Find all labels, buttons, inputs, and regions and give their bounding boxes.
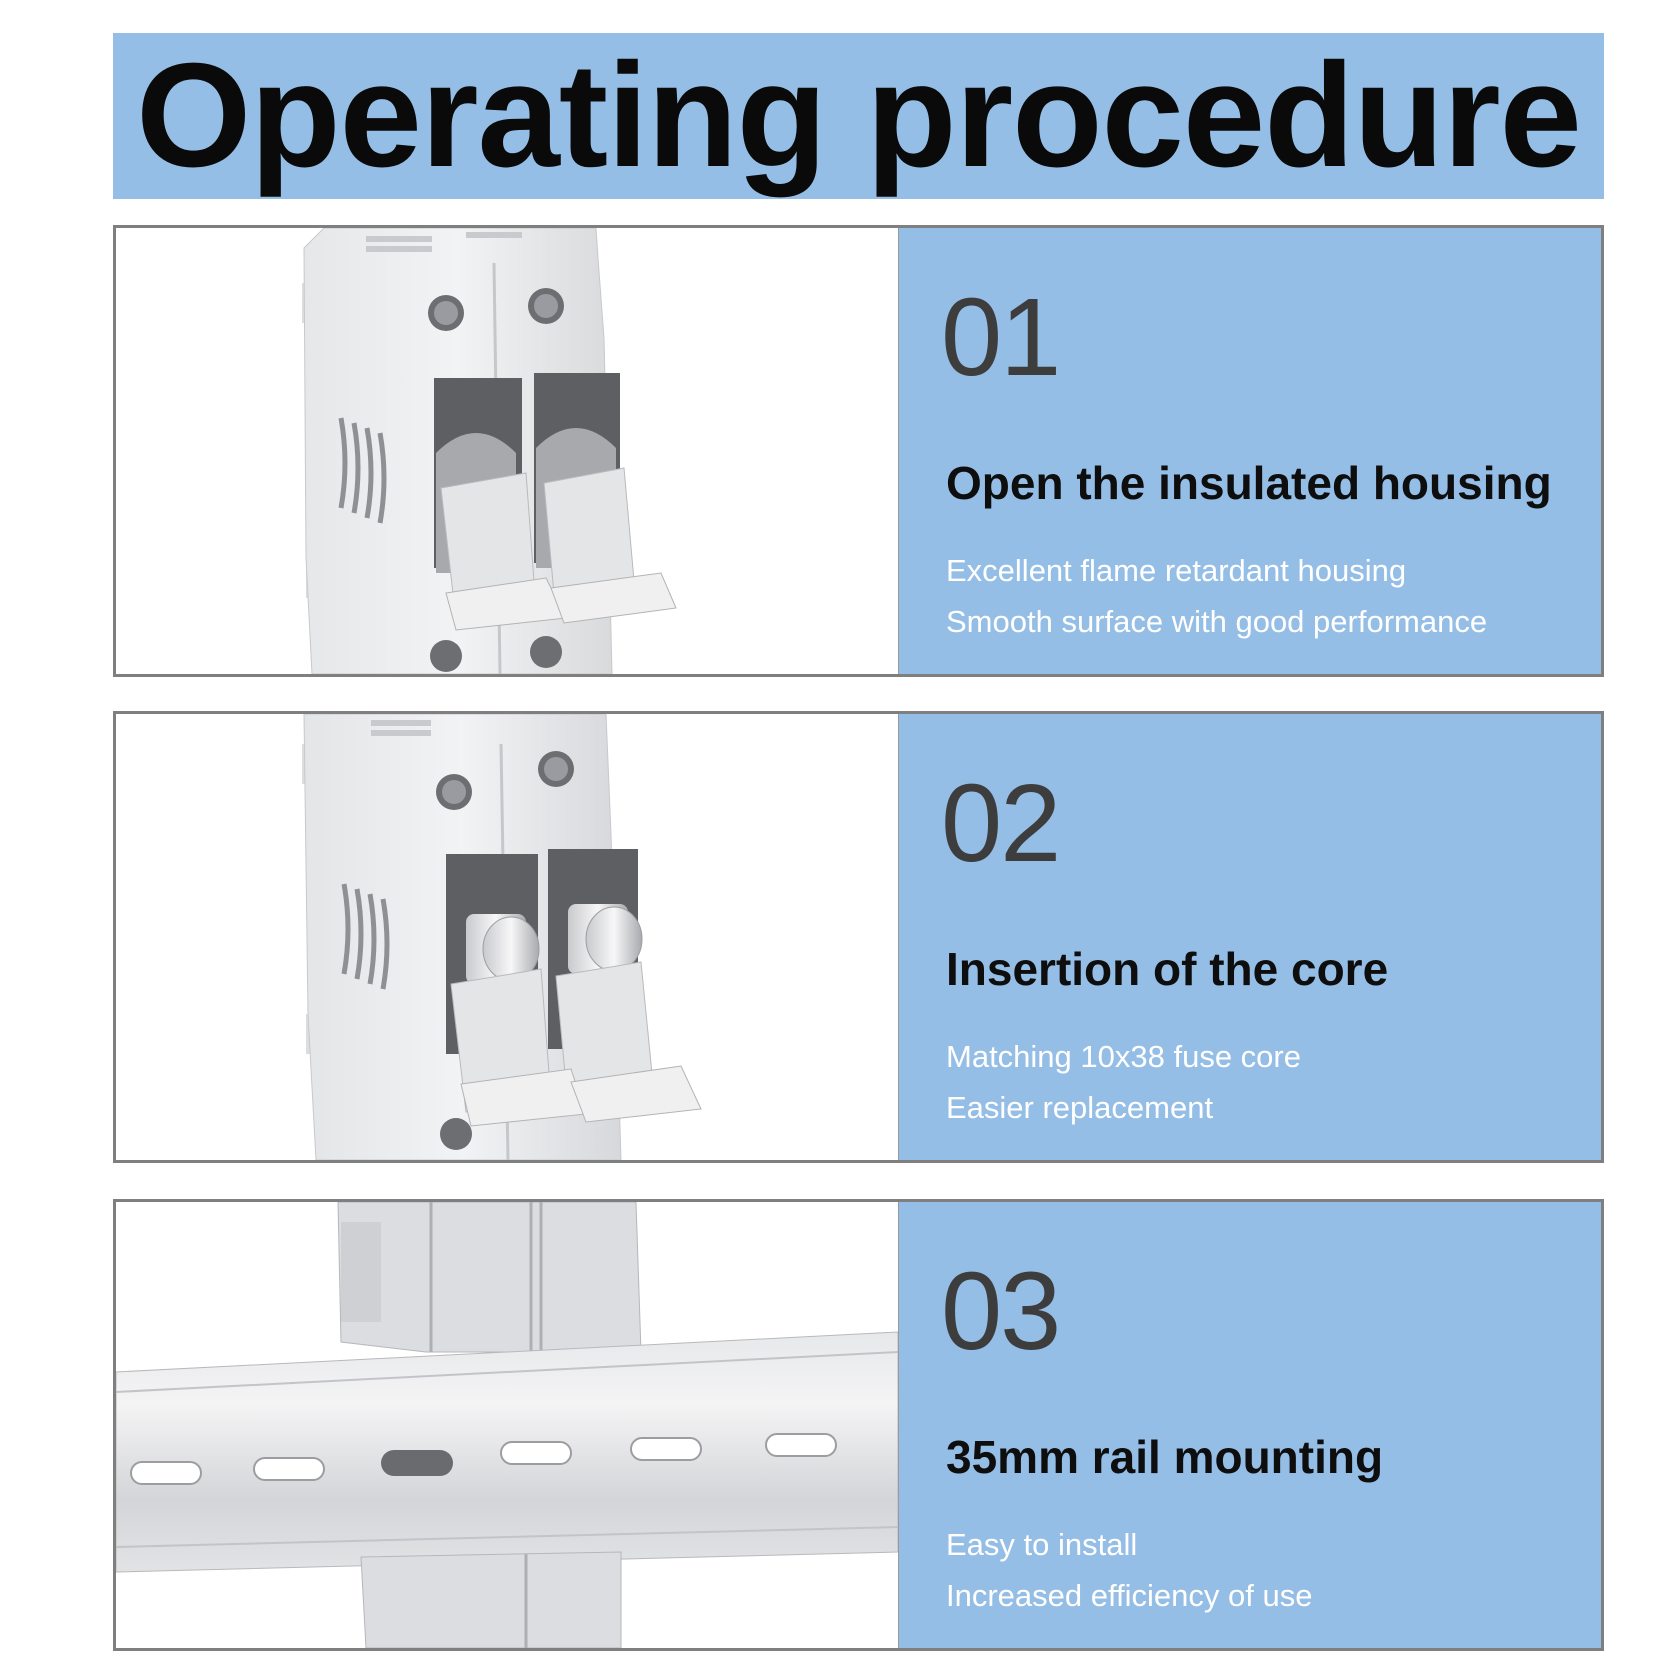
step-card-3: 03 35mm rail mounting Easy to install In… bbox=[113, 1199, 1604, 1651]
step-title: 35mm rail mounting bbox=[946, 1431, 1384, 1483]
step-title: Open the insulated housing bbox=[946, 457, 1552, 509]
step-description-line: Smooth surface with good performance bbox=[946, 604, 1488, 639]
step-description-line: Increased efficiency of use bbox=[946, 1578, 1313, 1613]
fuse-holder-with-cores-illustration bbox=[302, 714, 702, 1160]
page-title: Operating procedure bbox=[136, 33, 1582, 198]
step-description-line: Easy to install bbox=[946, 1527, 1138, 1562]
din-rail-mounting-illustration bbox=[116, 1202, 898, 1648]
step-title: Insertion of the core bbox=[946, 943, 1389, 995]
step-3-image bbox=[116, 1202, 899, 1648]
step-2-image bbox=[116, 714, 899, 1160]
step-3-text: 03 35mm rail mounting Easy to install In… bbox=[899, 1202, 1601, 1648]
step-2-text: 02 Insertion of the core Matching 10x38 … bbox=[899, 714, 1601, 1160]
step-1-image bbox=[116, 228, 899, 674]
step-card-1: 01 Open the insulated housing Excellent … bbox=[113, 225, 1604, 677]
step-description-line: Easier replacement bbox=[946, 1090, 1214, 1125]
step-card-2: 02 Insertion of the core Matching 10x38 … bbox=[113, 711, 1604, 1163]
step-number: 03 bbox=[941, 1250, 1061, 1373]
step-description-line: Excellent flame retardant housing bbox=[946, 553, 1407, 588]
fuse-holder-open-illustration bbox=[302, 228, 677, 674]
step-number: 02 bbox=[941, 762, 1061, 885]
step-1-text: 01 Open the insulated housing Excellent … bbox=[899, 228, 1601, 674]
step-description-line: Matching 10x38 fuse core bbox=[946, 1039, 1301, 1074]
step-number: 01 bbox=[941, 276, 1061, 399]
page-header: Operating procedure bbox=[113, 33, 1604, 199]
